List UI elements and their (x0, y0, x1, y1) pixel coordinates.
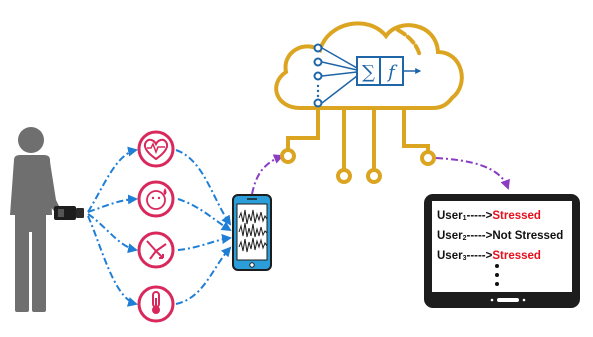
neuron-input-nodes (313, 43, 323, 108)
sum-symbol: ∑ (362, 62, 375, 83)
user-label: User (437, 210, 463, 222)
neuron-weights (321, 47, 358, 104)
wristband-sensor-icon (54, 206, 84, 220)
tablet-home-button (497, 298, 519, 302)
face-sweat-icon (137, 180, 175, 218)
upload-arrow (251, 154, 284, 195)
status-text: Stressed (492, 210, 541, 222)
status-text: Not Stressed (492, 230, 564, 242)
heart-pulse-icon (137, 130, 175, 168)
arrow-text: -----> (466, 210, 493, 222)
user-index: 1 (462, 215, 467, 222)
user-label: User (437, 250, 463, 262)
user-index: 3 (462, 255, 467, 262)
arrow-text: -----> (466, 250, 493, 262)
sensor-flow-arrows (87, 146, 138, 307)
cloud-icon (274, 21, 464, 184)
more-results-ellipsis (495, 264, 499, 286)
accelerometer-icon (137, 231, 175, 269)
result-row-2: User2----->Not Stressed (437, 227, 567, 247)
tablet-results-list: User1----->Stressed User2----->Not Stres… (437, 207, 567, 267)
result-row-3: User3----->Stressed (437, 247, 567, 267)
result-row-1: User1----->Stressed (437, 207, 567, 227)
result-arrow (435, 157, 510, 190)
phone-flow-arrows (175, 149, 232, 305)
smartphone-icon (232, 194, 272, 271)
neuron-diagram: ∑ f (313, 43, 422, 108)
user-index: 2 (462, 235, 467, 242)
arrow-text: -----> (466, 230, 493, 242)
status-text: Stressed (492, 250, 541, 262)
tablet-device (424, 194, 580, 308)
person-icon (10, 127, 62, 312)
thermometer-icon (137, 285, 175, 323)
user-label: User (437, 230, 463, 242)
